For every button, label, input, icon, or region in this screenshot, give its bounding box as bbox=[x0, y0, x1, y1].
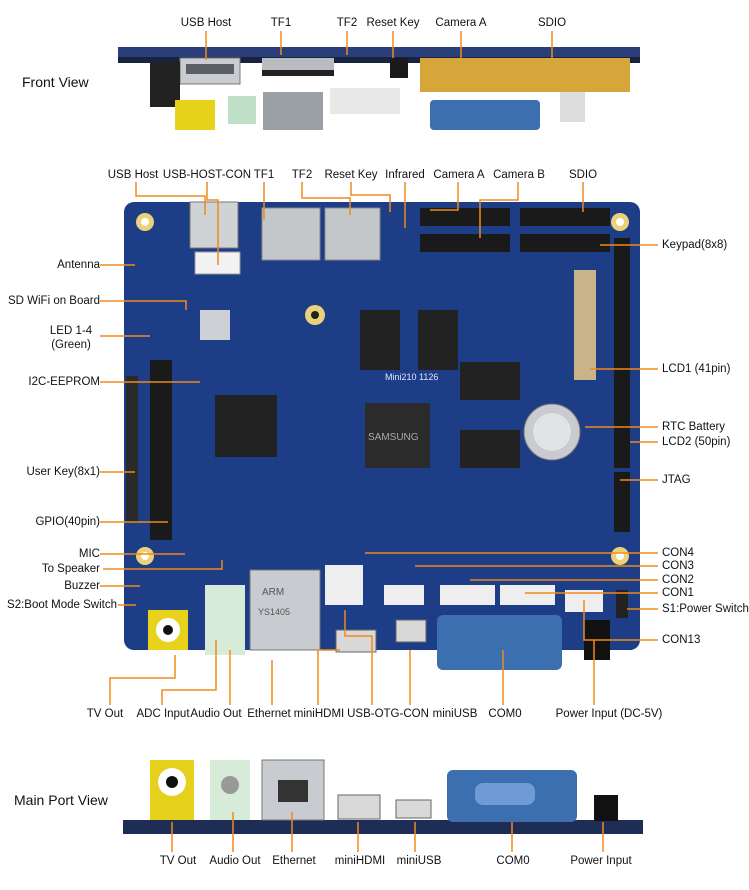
label-user-key: User Key(8x1) bbox=[26, 466, 101, 478]
label-con2: CON2 bbox=[662, 574, 694, 586]
board-label-infrared: Infrared bbox=[385, 169, 425, 181]
board-label-reset-key: Reset Key bbox=[324, 169, 378, 181]
board-model-silk: Mini210 1126 bbox=[385, 372, 438, 382]
eth-code-silk: YS1405 bbox=[258, 607, 290, 617]
cpu-chip bbox=[365, 403, 430, 468]
port-label-minihdmi: miniHDMI bbox=[334, 855, 386, 867]
label-con13: CON13 bbox=[662, 634, 701, 646]
board-label-sdio: SDIO bbox=[568, 169, 598, 181]
label-rtc-battery: RTC Battery bbox=[662, 421, 726, 433]
label-buzzer: Buzzer bbox=[64, 580, 100, 592]
label-antenna: Antenna bbox=[57, 259, 100, 271]
label-ethernet: Ethernet bbox=[247, 708, 291, 720]
label-con1: CON1 bbox=[662, 587, 694, 599]
label-con4: CON4 bbox=[662, 547, 694, 559]
label-audio-out: Audio Out bbox=[190, 708, 242, 720]
board-label-camera-b: Camera B bbox=[493, 169, 545, 181]
label-keypad: Keypad(8x8) bbox=[662, 239, 728, 251]
cpu-silk: SAMSUNG bbox=[368, 432, 419, 443]
label-led-1-4: LED 1-4 bbox=[49, 325, 93, 337]
board-label-usb-host: USB Host bbox=[107, 169, 159, 181]
board-label-tf1: TF1 bbox=[253, 169, 275, 181]
board-label-camera-a: Camera A bbox=[433, 169, 485, 181]
label-led-green: (Green) bbox=[51, 339, 91, 351]
port-label-com0: COM0 bbox=[496, 855, 530, 867]
board-label-tf2: TF2 bbox=[291, 169, 313, 181]
main-board: Mini210 1126 SAMSUNG ARM YS1405 bbox=[124, 201, 640, 670]
front-label-reset-key: Reset Key bbox=[366, 17, 420, 29]
label-lcd2: LCD2 (50pin) bbox=[662, 436, 731, 448]
label-i2c-eeprom: I2C-EEPROM bbox=[28, 376, 100, 388]
front-label-usb-host: USB Host bbox=[180, 17, 232, 29]
label-miniusb: miniUSB bbox=[432, 708, 478, 720]
label-minihdmi: miniHDMI bbox=[293, 708, 345, 720]
label-power-input: Power Input (DC-5V) bbox=[555, 708, 663, 720]
label-con3: CON3 bbox=[662, 560, 694, 572]
label-usb-otg-con: USB-OTG-CON bbox=[347, 708, 429, 720]
label-lcd1: LCD1 (41pin) bbox=[662, 363, 731, 375]
port-view-board bbox=[123, 759, 643, 834]
front-view-board bbox=[118, 47, 640, 130]
front-label-camera-a: Camera A bbox=[435, 17, 487, 29]
board-label-usb-host-con: USB-HOST-CON bbox=[162, 169, 252, 181]
port-label-tv-out: TV Out bbox=[159, 855, 197, 867]
label-adc-input: ADC Input bbox=[136, 708, 190, 720]
port-label-audio-out: Audio Out bbox=[209, 855, 261, 867]
label-to-speaker: To Speaker bbox=[41, 563, 100, 575]
label-gpio: GPIO(40pin) bbox=[35, 516, 100, 528]
main-port-view-title: Main Port View bbox=[14, 792, 108, 808]
label-jtag: JTAG bbox=[662, 474, 691, 486]
front-label-tf2: TF2 bbox=[336, 17, 358, 29]
front-label-tf1: TF1 bbox=[270, 17, 292, 29]
label-sd-wifi: SD WiFi on Board bbox=[7, 295, 100, 307]
label-tv-out: TV Out bbox=[86, 708, 124, 720]
port-label-ethernet: Ethernet bbox=[272, 855, 316, 867]
eth-brand-silk: ARM bbox=[262, 587, 284, 598]
label-s2-boot-mode: S2:Boot Mode Switch bbox=[7, 599, 117, 611]
label-s1-power-switch: S1:Power Switch bbox=[662, 603, 749, 615]
front-label-sdio: SDIO bbox=[537, 17, 567, 29]
port-label-miniusb: miniUSB bbox=[396, 855, 442, 867]
label-mic: MIC bbox=[78, 548, 100, 560]
front-view-title: Front View bbox=[22, 74, 89, 90]
label-com0: COM0 bbox=[488, 708, 522, 720]
port-label-power-input: Power Input bbox=[570, 855, 632, 867]
